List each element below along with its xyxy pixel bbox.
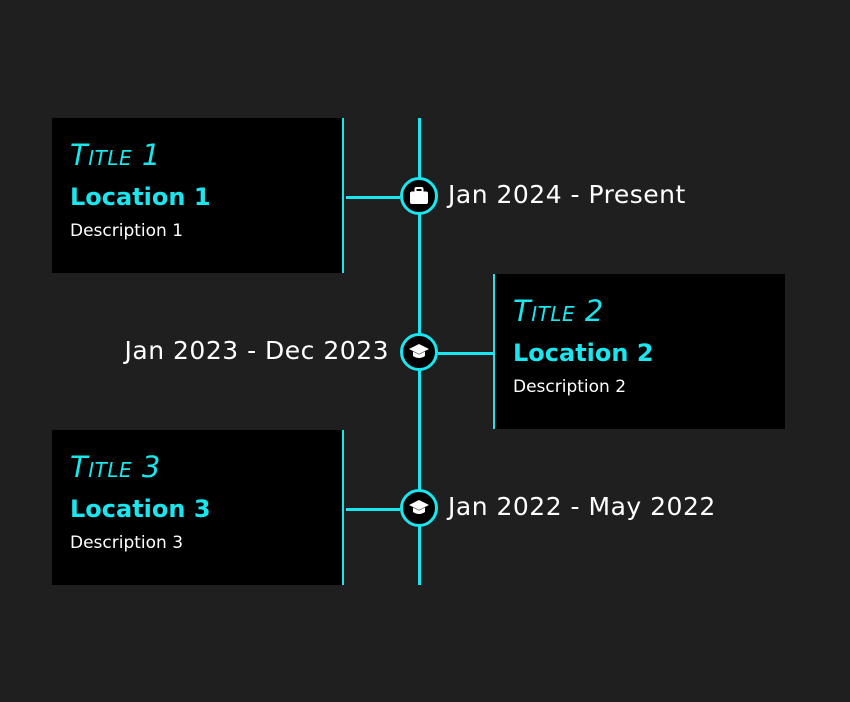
timeline-card-2: Title 2 Location 2 Description 2 (493, 274, 785, 429)
card-description: Description 3 (70, 533, 184, 553)
card-location: Location 1 (70, 183, 211, 211)
card-location: Location 3 (70, 495, 211, 523)
timeline-date-1: Jan 2024 - Present (448, 180, 686, 209)
briefcase-icon (409, 187, 429, 205)
timeline-card-1: Title 1 Location 1 Description 1 (52, 118, 344, 273)
timeline-marker-2 (400, 333, 438, 371)
timeline-card-3: Title 3 Location 3 Description 3 (52, 430, 344, 585)
connector-1 (346, 196, 400, 199)
card-description: Description 1 (70, 221, 184, 241)
connector-2 (438, 352, 493, 355)
card-title: Title 3 (70, 450, 161, 484)
card-description: Description 2 (513, 377, 627, 397)
card-location: Location 2 (513, 339, 654, 367)
connector-3 (346, 508, 400, 511)
timeline-marker-3 (400, 489, 438, 527)
graduation-cap-icon (408, 343, 430, 361)
timeline-date-3: Jan 2022 - May 2022 (448, 492, 716, 521)
card-title: Title 1 (70, 138, 161, 172)
timeline-marker-1 (400, 177, 438, 215)
graduation-cap-icon (408, 499, 430, 517)
timeline-date-2: Jan 2023 - Dec 2023 (124, 336, 389, 365)
card-title: Title 2 (513, 294, 604, 328)
